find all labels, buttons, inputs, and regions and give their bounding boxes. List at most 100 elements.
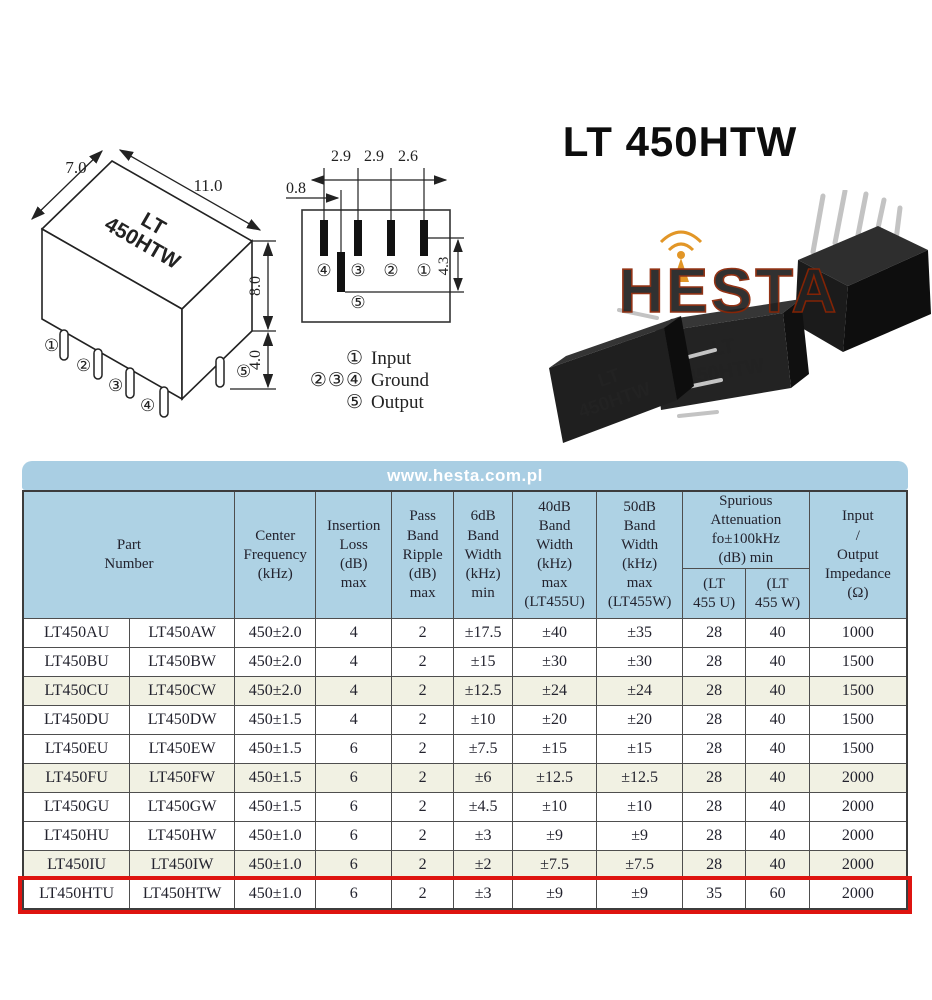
table-cell: 2000 xyxy=(808,792,908,823)
dimension-lines xyxy=(31,149,276,390)
table-cell: ±4.5 xyxy=(453,792,513,823)
table-cell: 2000 xyxy=(808,821,908,852)
table-cell: ±3 xyxy=(453,879,513,910)
table-cell: 4 xyxy=(315,618,392,649)
table-cell: ±9 xyxy=(511,879,598,910)
table-cell: LT450FW xyxy=(129,763,235,794)
header-insertion-loss: Insertion Loss (dB) max xyxy=(315,490,392,620)
table-cell: LT450DU xyxy=(22,705,131,736)
table-cell: LT450CU xyxy=(22,676,131,707)
table-cell: 40 xyxy=(745,850,810,881)
table-cell: ±12.5 xyxy=(596,763,683,794)
table-cell: 40 xyxy=(745,676,810,707)
table-cell: 450±1.5 xyxy=(233,792,317,823)
dim-row: 4.3 xyxy=(436,257,452,276)
photo-component-right xyxy=(795,190,931,352)
table-cell: 6 xyxy=(315,821,392,852)
header-impedance: Input / Output Impedance (Ω) xyxy=(808,490,908,620)
dim-offset: 0.8 xyxy=(286,180,306,197)
table-cell: ±10 xyxy=(596,792,683,823)
table-cell: LT450CW xyxy=(129,676,235,707)
pin-number-3: ③ xyxy=(108,376,123,395)
pin-number-1: ① xyxy=(44,336,59,355)
table-cell: 450±1.5 xyxy=(233,734,317,765)
table-cell: ±35 xyxy=(596,618,683,649)
pin-number-2: ② xyxy=(76,356,91,375)
table-cell: 28 xyxy=(681,792,747,823)
table-cell: LT450GU xyxy=(22,792,131,823)
table-cell: ±30 xyxy=(596,647,683,678)
table-cell: LT450FU xyxy=(22,763,131,794)
table-cell: LT450HW xyxy=(129,821,235,852)
table-cell: ±40 xyxy=(511,618,598,649)
table-cell: 6 xyxy=(315,879,392,910)
table-cell: ±7.5 xyxy=(596,850,683,881)
table-cell: 2 xyxy=(390,792,455,823)
table-cell: ±12.5 xyxy=(511,763,598,794)
dim-pitch-c: 2.6 xyxy=(398,148,418,165)
table-cell: 28 xyxy=(681,647,747,678)
table-cell: LT450HTU xyxy=(22,879,131,910)
header-spurious-attenuation: Spurious Attenuation fo±100kHz (dB) min xyxy=(681,490,810,570)
pin-label-5: ⑤ xyxy=(350,293,365,312)
table-cell: 28 xyxy=(681,618,747,649)
table-cell: ±20 xyxy=(511,705,598,736)
table-cell: ±12.5 xyxy=(453,676,513,707)
table-cell: ±15 xyxy=(511,734,598,765)
table-cell: LT450IW xyxy=(129,850,235,881)
table-cell: 6 xyxy=(315,850,392,881)
table-cell: LT450HU xyxy=(22,821,131,852)
table-cell: ±10 xyxy=(511,792,598,823)
pin-label-1: ① xyxy=(416,261,431,280)
table-cell: 2 xyxy=(390,821,455,852)
pin-label-3: ③ xyxy=(350,261,365,280)
table-cell: 450±1.0 xyxy=(233,879,317,910)
table-cell: 6 xyxy=(315,763,392,794)
legend-label-output: Output xyxy=(371,392,424,413)
table-cell: ±30 xyxy=(511,647,598,678)
table-cell: LT450BU xyxy=(22,647,131,678)
table-cell: 2 xyxy=(390,705,455,736)
table-cell: 1500 xyxy=(808,676,908,707)
legend-label-ground: Ground xyxy=(371,370,430,391)
table-cell: 2000 xyxy=(808,850,908,881)
legend-row-output: ⑤ Output xyxy=(278,392,468,414)
table-cell: 1500 xyxy=(808,734,908,765)
table-cell: 28 xyxy=(681,850,747,881)
table-cell: 2000 xyxy=(808,879,908,910)
table-cell: LT450DW xyxy=(129,705,235,736)
antenna-icon xyxy=(659,230,703,252)
table-cell: LT450GW xyxy=(129,792,235,823)
page-title: LT 450HTW xyxy=(562,118,798,165)
pin-dim-lines xyxy=(286,168,464,293)
spec-table: Part Number Center Frequency (kHz) Inser… xyxy=(22,490,908,910)
table-cell: 2 xyxy=(390,647,455,678)
pin-label-4: ④ xyxy=(316,261,331,280)
table-cell: 28 xyxy=(681,821,747,852)
table-cell: 2 xyxy=(390,763,455,794)
table-cell: 28 xyxy=(681,763,747,794)
table-cell: 60 xyxy=(745,879,810,910)
table-cell: 40 xyxy=(745,647,810,678)
photo-component-left: LT 450HTW xyxy=(549,316,723,443)
table-cell: LT450EW xyxy=(129,734,235,765)
photo-label-middle-line1: LT xyxy=(710,335,736,360)
table-cell: 40 xyxy=(745,821,810,852)
table-cell: ±24 xyxy=(511,676,598,707)
table-cell: 2 xyxy=(390,618,455,649)
table-cell: LT450EU xyxy=(22,734,131,765)
table-cell: 2 xyxy=(390,850,455,881)
table-cell: ±7.5 xyxy=(453,734,513,765)
pin-number-5: ⑤ xyxy=(236,362,251,381)
table-cell: ±15 xyxy=(596,734,683,765)
table-cell: 40 xyxy=(745,705,810,736)
table-cell: 4 xyxy=(315,676,392,707)
table-cell: 450±2.0 xyxy=(233,618,317,649)
legend-row-ground: ②③④ Ground xyxy=(278,370,468,392)
dim-length-label: 11.0 xyxy=(193,176,222,195)
table-cell: 40 xyxy=(745,792,810,823)
